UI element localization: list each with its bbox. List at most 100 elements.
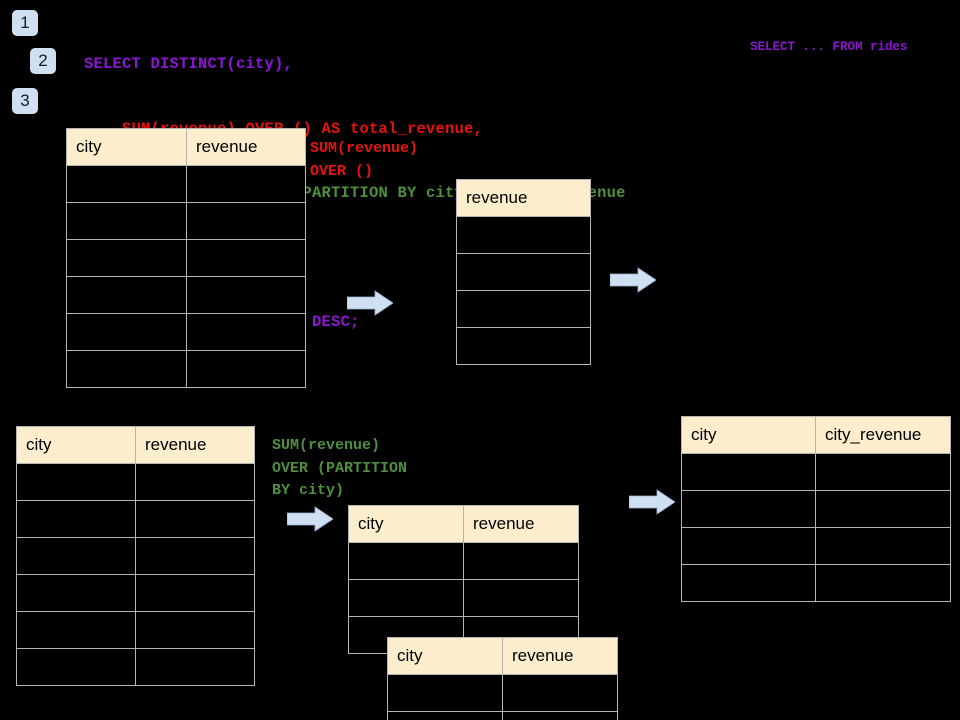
cell-revenue — [186, 276, 306, 314]
column-header-revenue: revenue — [463, 505, 579, 543]
table-row — [348, 542, 579, 580]
table-row — [16, 500, 255, 538]
sql-line-1: SELECT DISTINCT(city), — [84, 55, 294, 73]
cell-city — [16, 611, 136, 649]
cell-city — [66, 350, 187, 388]
cell-city — [66, 165, 187, 203]
column-header-revenue: revenue — [135, 426, 255, 464]
table-row — [456, 290, 591, 328]
table-row — [16, 574, 255, 612]
table-row — [66, 276, 306, 314]
cell-city-revenue — [815, 453, 951, 491]
annotation-sum-over-empty: SUM(revenue) OVER () — [310, 140, 419, 180]
column-header-city: city — [16, 426, 136, 464]
cell-city-revenue — [815, 527, 951, 565]
cell-city — [348, 542, 464, 580]
cell-city — [16, 463, 136, 501]
cell-city — [348, 579, 464, 617]
cell-revenue — [502, 674, 618, 712]
column-header-city-revenue: city_revenue — [815, 416, 951, 454]
cell-revenue — [135, 611, 255, 649]
column-header-city: city — [66, 128, 187, 166]
cell-revenue — [502, 711, 618, 720]
cell-revenue — [135, 500, 255, 538]
column-header-city: city — [681, 416, 816, 454]
cell-revenue — [463, 579, 579, 617]
cell-revenue — [456, 216, 591, 254]
table-result-city-revenue: city city_revenue — [681, 416, 951, 602]
cell-revenue — [186, 350, 306, 388]
cell-city — [681, 490, 816, 528]
table-total-revenue: revenue — [456, 179, 591, 365]
table-row — [681, 564, 951, 602]
annotation-sum-over-partition: SUM(revenue) OVER (PARTITION BY city) — [272, 437, 408, 499]
table-row — [16, 648, 255, 686]
column-header-revenue: revenue — [186, 128, 306, 166]
table-row — [681, 527, 951, 565]
arrow-rides-to-total — [347, 290, 393, 316]
cell-revenue — [135, 648, 255, 686]
column-header-city: city — [348, 505, 464, 543]
table-partition-group-front: city revenue — [387, 637, 618, 720]
table-header-row: city city_revenue — [681, 416, 951, 454]
cell-city — [387, 711, 503, 720]
table-row — [456, 216, 591, 254]
table-row — [66, 350, 306, 388]
table-row — [387, 711, 618, 720]
table-header-row: city revenue — [387, 637, 618, 675]
table-header-row: city revenue — [66, 128, 306, 166]
step-badge-3: 3 — [12, 88, 38, 114]
cell-revenue — [186, 202, 306, 240]
side-note-select-from-rides: SELECT ... FROM rides — [750, 40, 908, 54]
table-header-row: revenue — [456, 179, 591, 217]
table-row — [348, 579, 579, 617]
arrow-rides-to-partition — [287, 506, 333, 532]
cell-revenue — [456, 253, 591, 291]
cell-city — [66, 313, 187, 351]
table-header-row: city revenue — [348, 505, 579, 543]
cell-city — [16, 574, 136, 612]
cell-revenue — [186, 165, 306, 203]
table-row — [66, 313, 306, 351]
cell-city — [66, 239, 187, 277]
table-row — [681, 490, 951, 528]
cell-revenue — [135, 463, 255, 501]
arrow-total-to-result — [610, 267, 656, 293]
table-row — [456, 327, 591, 365]
cell-city-revenue — [815, 490, 951, 528]
cell-city — [681, 564, 816, 602]
table-row — [16, 463, 255, 501]
cell-revenue — [186, 313, 306, 351]
table-rides-source-top: city revenue — [66, 128, 306, 388]
table-row — [681, 453, 951, 491]
table-header-row: city revenue — [16, 426, 255, 464]
cell-city — [387, 674, 503, 712]
column-header-revenue: revenue — [502, 637, 618, 675]
cell-revenue — [135, 537, 255, 575]
table-row — [16, 537, 255, 575]
cell-city — [66, 202, 187, 240]
cell-city — [681, 527, 816, 565]
table-row — [456, 253, 591, 291]
step-badge-1: 1 — [12, 10, 38, 36]
arrow-partition-to-result — [629, 489, 675, 515]
cell-city — [681, 453, 816, 491]
cell-city-revenue — [815, 564, 951, 602]
table-rides-source-bottom: city revenue — [16, 426, 255, 686]
cell-revenue — [463, 542, 579, 580]
table-partition-group-back: city revenue — [348, 505, 579, 654]
table-row — [66, 202, 306, 240]
cell-revenue — [456, 290, 591, 328]
table-row — [66, 239, 306, 277]
step-badge-2: 2 — [30, 48, 56, 74]
column-header-revenue: revenue — [456, 179, 591, 217]
table-row — [16, 611, 255, 649]
cell-revenue — [456, 327, 591, 365]
cell-revenue — [135, 574, 255, 612]
column-header-city: city — [387, 637, 503, 675]
cell-city — [16, 537, 136, 575]
cell-city — [66, 276, 187, 314]
table-row — [387, 674, 618, 712]
table-row — [66, 165, 306, 203]
